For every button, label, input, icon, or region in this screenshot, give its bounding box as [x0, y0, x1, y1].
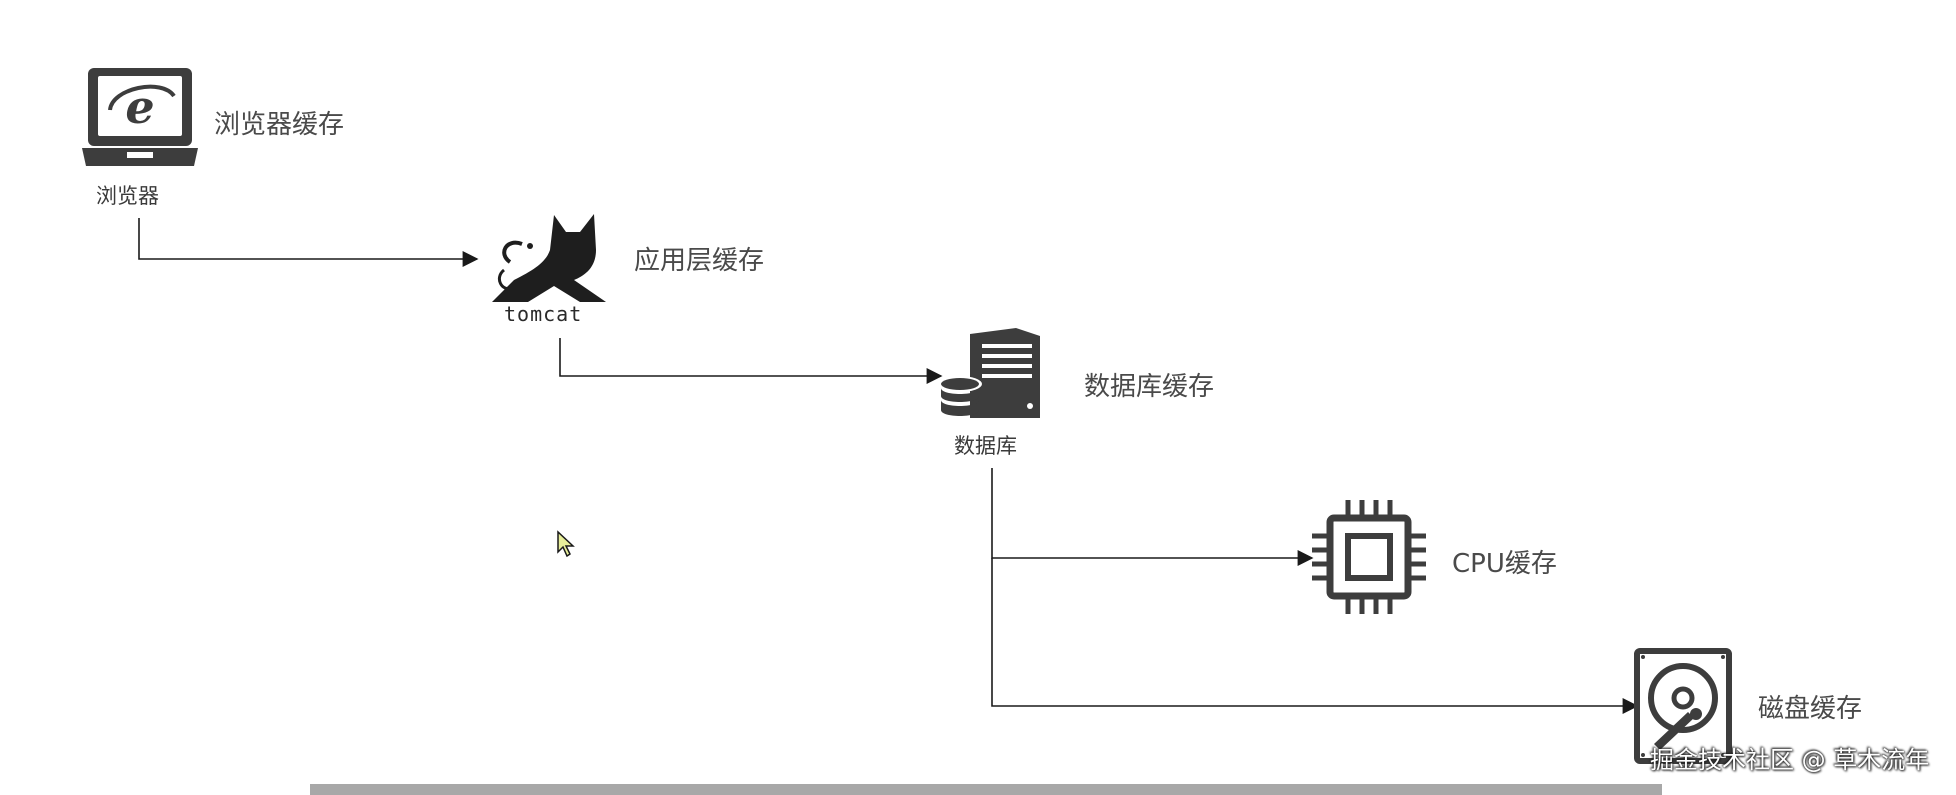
database-cache-label: 数据库缓存: [1084, 372, 1215, 402]
edge-database-to-disk: [991, 558, 1639, 714]
browser-cache-label: 浏览器缓存: [214, 110, 345, 140]
tomcat-caption: tomcat: [504, 302, 583, 326]
tomcat-cat-icon: [492, 214, 606, 302]
browser-caption: 浏览器: [96, 184, 159, 208]
hard-disk-icon: [1634, 648, 1732, 764]
edge-browser-to-tomcat: [138, 218, 479, 267]
disk-cache-label: 磁盘缓存: [1758, 694, 1863, 724]
tomcat-cache-label: 应用层缓存: [634, 246, 765, 276]
edge-tomcat-to-database: [559, 338, 943, 384]
watermark-text: 掘金技术社区 @ 草木流年: [1650, 746, 1930, 774]
cpu-cache-label: CPU缓存: [1452, 549, 1557, 579]
database-server-icon: [938, 328, 1040, 418]
browser-laptop-icon: e: [82, 68, 198, 166]
mouse-cursor-icon: [557, 530, 575, 558]
edge-database-to-cpu: [991, 468, 1314, 566]
cpu-chip-icon: [1312, 500, 1426, 614]
horizontal-scrollbar[interactable]: [310, 784, 1662, 795]
database-caption: 数据库: [954, 434, 1017, 458]
